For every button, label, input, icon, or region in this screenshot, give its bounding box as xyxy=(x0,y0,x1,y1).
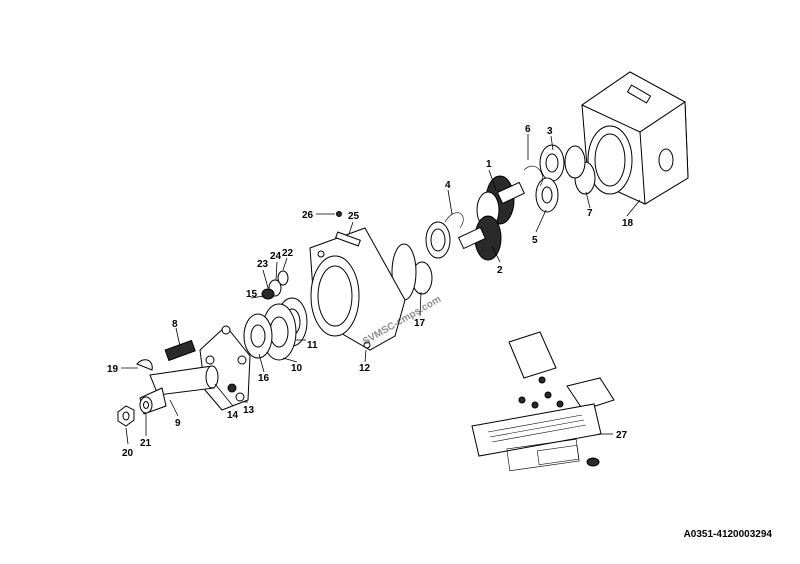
callout-27: 27 xyxy=(616,430,628,441)
callout-10: 10 xyxy=(291,363,303,374)
callout-16: 16 xyxy=(258,373,270,384)
part-6-clip xyxy=(523,165,543,187)
callout-12: 12 xyxy=(359,363,371,374)
callout-25: 25 xyxy=(348,211,360,222)
callout-8: 8 xyxy=(172,319,178,330)
drawing-id: A0351-4120003294 xyxy=(683,529,772,540)
callout-5: 5 xyxy=(532,235,538,246)
part-18-pump-housing xyxy=(580,71,689,205)
callout-2: 2 xyxy=(497,265,503,276)
part-22-24-fitting xyxy=(261,270,289,300)
part-13-flange-plate xyxy=(199,325,251,411)
callout-26: 26 xyxy=(302,210,314,221)
callout-7: 7 xyxy=(587,208,593,219)
part-27-seal-kit xyxy=(471,331,615,472)
callout-14: 14 xyxy=(227,410,239,421)
callout-19: 19 xyxy=(107,364,119,375)
callout-15: 15 xyxy=(246,289,258,300)
part-12-flange xyxy=(309,227,406,351)
part-5-bushing xyxy=(535,177,559,213)
callout-11: 11 xyxy=(307,340,318,351)
callout-17: 17 xyxy=(414,318,426,329)
part-7-bushing xyxy=(564,145,596,195)
callout-1: 1 xyxy=(486,159,492,170)
part-8-splined-shaft xyxy=(164,339,196,362)
part-4-spring-clip xyxy=(444,212,464,229)
leader-lines xyxy=(121,134,641,445)
part-25-key xyxy=(335,231,361,247)
callout-20: 20 xyxy=(122,448,134,459)
part-3-bushing xyxy=(539,144,565,182)
part-17-seal-ring xyxy=(391,221,451,301)
part-20-nut xyxy=(117,405,135,427)
callout-22: 22 xyxy=(282,248,294,259)
callout-13: 13 xyxy=(243,405,255,416)
callout-21: 21 xyxy=(140,438,152,449)
part-2-driven-gear xyxy=(457,215,502,261)
part-26-pin xyxy=(336,211,342,217)
callout-3: 3 xyxy=(547,126,553,137)
callout-24: 24 xyxy=(270,251,282,262)
part-19-key xyxy=(136,359,153,371)
callout-4: 4 xyxy=(445,180,451,191)
callout-23: 23 xyxy=(257,259,269,270)
callout-9: 9 xyxy=(175,418,181,429)
callout-labels: 1 2 3 4 5 6 7 8 9 10 11 12 13 14 15 16 1… xyxy=(107,124,634,459)
part-16-seal xyxy=(243,313,273,359)
callout-18: 18 xyxy=(622,218,634,229)
part-21-washer xyxy=(139,396,153,414)
callout-6: 6 xyxy=(525,124,531,135)
